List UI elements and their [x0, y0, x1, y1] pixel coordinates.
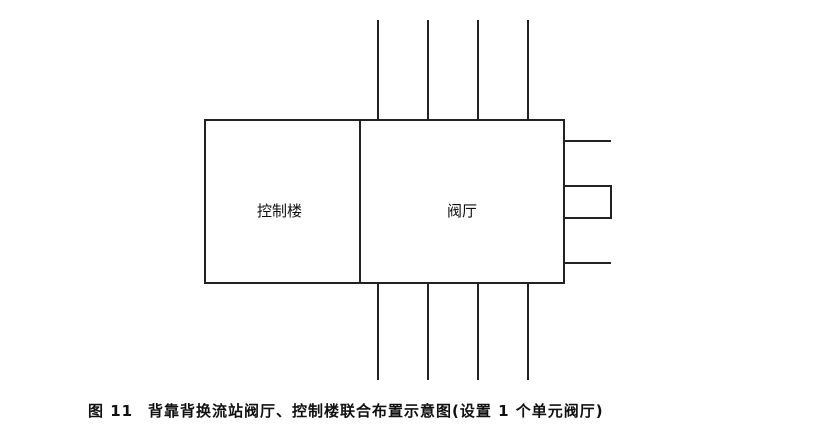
right-bracket: [564, 185, 612, 219]
valve-hall-box: [359, 119, 565, 284]
figure-caption: 背靠背换流站阀厅、控制楼联合布置示意图(设置 1 个单元阀厅): [148, 402, 604, 420]
control-building-label: 控制楼: [257, 202, 303, 220]
figure-number: 图 11: [88, 402, 134, 420]
valve-hall-label: 阀厅: [447, 202, 478, 220]
